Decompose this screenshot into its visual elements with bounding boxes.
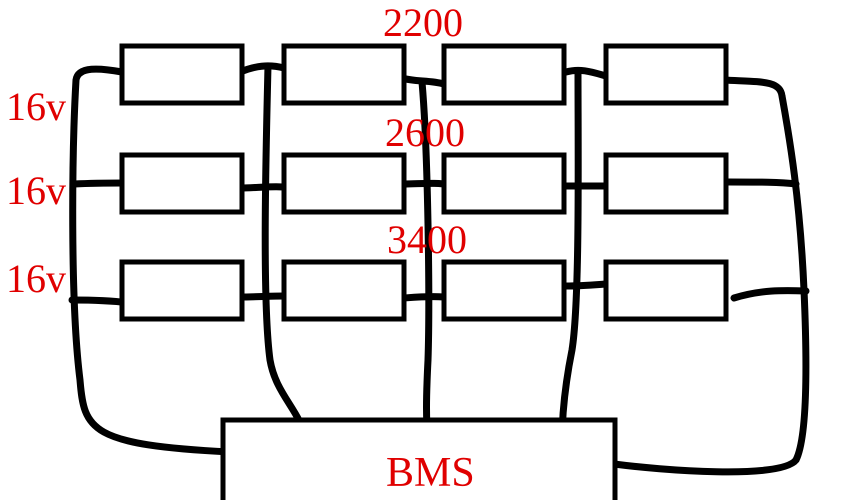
link-r3-c3-c4	[562, 280, 610, 290]
cell-r3-c1	[119, 259, 245, 322]
link-r1-c3-c4	[562, 66, 610, 80]
link-r3-c2-c3	[400, 293, 448, 302]
link-r1-c1-c2	[236, 62, 288, 76]
cell-r1-c4	[603, 43, 729, 106]
cell-grid	[119, 43, 729, 322]
right-bus-wire	[610, 76, 810, 476]
capacity-label-row2: 2600	[385, 110, 465, 155]
capacity-label-row3: 3400	[387, 217, 467, 262]
cell-r2-c1	[119, 152, 245, 215]
cell-r1-c1	[119, 43, 245, 106]
voltage-label-row3: 16v	[6, 256, 66, 301]
wires	[68, 62, 810, 476]
bms-label: BMS	[386, 450, 475, 496]
voltage-label-row1: 16v	[6, 84, 66, 129]
cell-r2-c3	[441, 152, 567, 215]
balance-lead-3	[558, 68, 582, 446]
cell-r3-c3	[441, 259, 567, 322]
bms-box	[220, 417, 618, 500]
left-bus-wire	[69, 65, 234, 456]
right-tap-row2	[724, 178, 800, 188]
link-r2-c1-c2	[236, 183, 288, 192]
cell-r3-c4	[603, 259, 729, 322]
voltage-label-row2: 16v	[6, 168, 66, 213]
left-tap-row2	[70, 179, 128, 188]
link-r3-c1-c2	[236, 292, 288, 301]
cell-r2-c2	[281, 152, 407, 215]
right-tap-row3	[730, 287, 810, 302]
balance-lead-2	[418, 78, 433, 444]
cell-r3-c2	[281, 259, 407, 322]
cell-r2-c4	[603, 152, 729, 215]
capacity-label-row1: 2200	[383, 0, 463, 45]
balance-lead-1	[261, 62, 310, 444]
cell-r1-c3	[441, 43, 567, 106]
cell-r1-c2	[281, 43, 407, 106]
